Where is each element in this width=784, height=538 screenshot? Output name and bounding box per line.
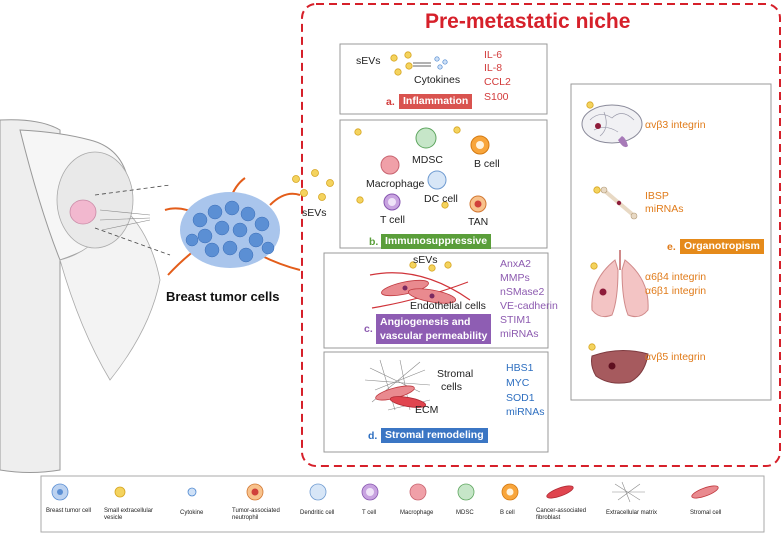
sevs-vesicles bbox=[292, 169, 334, 201]
legend-label-macrophage: Macrophage bbox=[400, 510, 434, 516]
legend-label-sev: Small extracellular vesicle bbox=[104, 508, 154, 521]
sevs-left-label: sEVs bbox=[302, 207, 327, 219]
inflammation-factor: S100 bbox=[484, 91, 509, 103]
legend-box bbox=[40, 475, 765, 533]
dc-cell bbox=[427, 170, 447, 190]
legend-label-stromal: Stromal cell bbox=[690, 510, 722, 516]
tumor-spot bbox=[69, 199, 97, 225]
angio-factor: nSMase2 bbox=[500, 286, 545, 298]
stromal-factor: MYC bbox=[506, 377, 530, 389]
endothelial-label: Endothelial cells bbox=[410, 300, 486, 312]
cell-label-dc: DC cell bbox=[424, 193, 458, 205]
legend-label-mdsc: MDSC bbox=[456, 510, 474, 516]
organo-banner: Organotropism bbox=[680, 239, 764, 254]
niche-title: Pre-metastatic niche bbox=[425, 10, 631, 33]
inflammation-factor: IL-6 bbox=[484, 49, 503, 61]
cell-label-macrophage: Macrophage bbox=[366, 178, 425, 190]
ecm-label: ECM bbox=[415, 404, 439, 416]
angio-factor: AnxA2 bbox=[500, 258, 531, 270]
legend-label-caf: Cancer-associated fibroblast bbox=[536, 508, 587, 521]
immuno-banner: Immunosuppressive bbox=[381, 234, 492, 249]
breast-silhouette bbox=[0, 119, 171, 473]
cell-label-tan: TAN bbox=[468, 216, 489, 228]
organo-letter: e. bbox=[667, 241, 676, 253]
lung-integrin-2: α6β1 integrin bbox=[645, 285, 707, 297]
legend-label-bcell: B cell bbox=[500, 510, 515, 516]
tumor-label: Breast tumor cells bbox=[166, 289, 280, 304]
cell-label-bcell: B cell bbox=[474, 158, 500, 170]
legend-label-cytokine: Cytokine bbox=[180, 510, 204, 516]
angio-factor: miRNAs bbox=[500, 328, 539, 340]
angio-factor: MMPs bbox=[500, 272, 530, 284]
angio-sevs-label: sEVs bbox=[413, 254, 438, 266]
bone-organ bbox=[600, 186, 638, 220]
ecm-fibers bbox=[364, 359, 431, 411]
inflammation-factor: CCL2 bbox=[484, 76, 511, 88]
inflammation-factor: IL-8 bbox=[484, 62, 503, 74]
cell-label-mdsc: MDSC bbox=[412, 154, 443, 166]
bone-factor-1: IBSP bbox=[645, 190, 669, 202]
endothelial-cells bbox=[369, 272, 471, 309]
inflammation-sevs-label: sEVs bbox=[356, 55, 381, 67]
stromal-letter: d. bbox=[368, 430, 378, 442]
legend-label-dc: Dendritic cell bbox=[300, 510, 335, 516]
liver-organ bbox=[591, 350, 649, 384]
angio-factor: STIM1 bbox=[500, 314, 531, 326]
tumor-cluster bbox=[164, 177, 301, 276]
legend-label-tumor: Breast tumor cell bbox=[46, 508, 92, 514]
angio-letter: c. bbox=[364, 323, 373, 335]
inflammation-letter: a. bbox=[386, 96, 395, 108]
bone-factor-2: miRNAs bbox=[645, 203, 684, 215]
brain-organ bbox=[581, 104, 643, 148]
stromal-factor: SOD1 bbox=[506, 392, 535, 404]
angio-banner: Angiogenesis and vascular permeability bbox=[376, 314, 492, 344]
lung-organ bbox=[591, 250, 649, 318]
stromal-banner: Stromal remodeling bbox=[381, 428, 488, 443]
stromal-factor: HBS1 bbox=[506, 362, 534, 374]
mdsc-cell bbox=[415, 127, 437, 149]
liver-integrin: αvβ5 integrin bbox=[645, 351, 706, 363]
legend-icons bbox=[51, 481, 719, 503]
legend-label-ecm: Extracellular matrix bbox=[606, 510, 658, 516]
angio-banner-line1: Angiogenesis and bbox=[380, 316, 471, 328]
inflammation-cytokines-label: Cytokines bbox=[414, 74, 461, 86]
immuno-letter: b. bbox=[369, 236, 379, 248]
niche-border bbox=[301, 3, 781, 467]
inflammation-banner: Inflammation bbox=[399, 94, 473, 109]
stromal-cells-label-2: cells bbox=[441, 381, 463, 393]
cell-label-tcell: T cell bbox=[380, 214, 405, 226]
stromal-cells-label-1: Stromal bbox=[437, 368, 474, 380]
brain-integrin: αvβ3 integrin bbox=[645, 119, 706, 131]
macrophage bbox=[380, 155, 400, 175]
legend-label-tcell: T cell bbox=[362, 510, 377, 516]
legend-label-tan: Tumor-associated neutrophil bbox=[232, 508, 280, 521]
lung-integrin-1: α6β4 integrin bbox=[645, 271, 707, 283]
stromal-factor: miRNAs bbox=[506, 406, 545, 418]
angio-factor: VE-cadherin bbox=[500, 300, 558, 312]
angio-banner-line2: vascular permeability bbox=[380, 330, 488, 342]
